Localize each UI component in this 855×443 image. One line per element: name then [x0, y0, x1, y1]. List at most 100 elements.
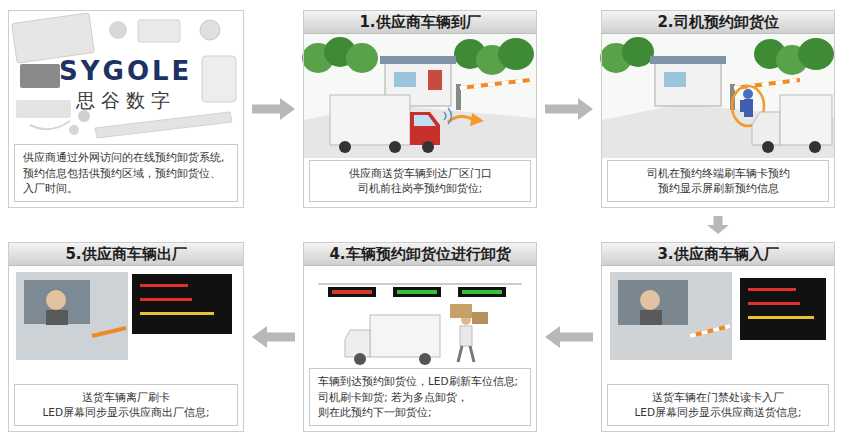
step-panel: 4.车辆预约卸货位进行卸货车辆到达预约卸货位，LED刷新车位信息; 司机刷卡卸货… — [303, 242, 537, 432]
step-caption: 送货车辆在门禁处读卡入厂 LED屏幕同步显示供应商送货信息; — [607, 384, 829, 426]
booking-scene-part — [655, 62, 721, 106]
step-panel: 3.供应商车辆入厂送货车辆在门禁处读卡入厂 LED屏幕同步显示供应商送货信息; — [601, 242, 835, 432]
entry-photo-part — [690, 326, 730, 336]
exit-photo-part — [132, 274, 232, 334]
step-caption: 车辆到达预约卸货位，LED刷新车位信息; 司机刷卡卸货; 若为多点卸货，则在此预… — [309, 368, 531, 426]
gate-scene-part — [304, 34, 536, 158]
booking-scene-part — [650, 56, 726, 64]
product-collage-part — [30, 121, 70, 129]
entry-photo-part — [640, 290, 660, 310]
gate-scene-part — [422, 141, 434, 153]
entry-photo-part — [640, 310, 662, 325]
product-collage-part — [78, 110, 90, 122]
unloading-scene-part — [460, 326, 472, 346]
booking-scene-part — [664, 72, 686, 87]
product-collage-part — [12, 13, 95, 63]
step-heading: 2.司机预约卸货位 — [602, 11, 834, 34]
logo-wordmark: SYGOLE — [59, 56, 192, 86]
product-collage-part — [16, 100, 71, 118]
booking-scene-part — [798, 38, 834, 70]
flow-arrow — [252, 326, 295, 348]
step-panel: 1.供应商车辆到厂供应商送货车辆到达厂区门口 司机前往岗亭预约卸货位; — [303, 10, 537, 208]
gate-scene-part — [414, 115, 436, 126]
step-caption: 供应商送货车辆到达厂区门口 司机前往岗亭预约卸货位; — [309, 160, 531, 202]
unloading-scene-part — [472, 312, 488, 324]
exit-photo-part — [140, 312, 214, 315]
booking-scene-part — [752, 112, 780, 145]
gate-scene-part — [444, 108, 452, 124]
exit-photo-part — [46, 290, 66, 310]
entry-photo-part — [618, 280, 688, 325]
logo-subtitle: 思谷数字 — [76, 88, 176, 114]
unloading-scene-part — [328, 287, 376, 297]
gate-scene-part — [346, 43, 378, 73]
gate-scene-part — [389, 141, 401, 153]
entry-photo-part — [690, 326, 730, 336]
gate-scene-part — [460, 80, 530, 88]
unloading-scene-part — [393, 287, 441, 297]
entry-photo-part — [748, 288, 796, 291]
flow-arrow — [252, 98, 295, 120]
image-area — [9, 266, 243, 384]
image-area — [602, 266, 834, 384]
booking-scene-part — [762, 141, 774, 153]
booking-scene-part — [740, 100, 744, 112]
product-collage-part — [138, 20, 180, 42]
exit-photo-part — [16, 272, 128, 360]
unloading-scene-part — [458, 346, 462, 362]
exit-photo-part — [24, 280, 90, 324]
unloading-scene-part — [345, 330, 370, 357]
booking-scene-part — [744, 99, 753, 117]
step-heading: 3.供应商车辆入厂 — [602, 243, 834, 266]
gate-scene-part — [330, 95, 410, 145]
entry-photo-part — [610, 272, 732, 360]
unloading-scene-part — [318, 284, 522, 285]
step-panel: 5.供应商车辆出厂送货车辆离厂刷卡 LED屏幕同步显示供应商出厂信息; — [8, 242, 244, 432]
entry-photo-part — [748, 316, 814, 319]
unloading-scene-part — [450, 304, 472, 318]
step-panel: 2.司机预约卸货位司机在预约终端刷车辆卡预约 预约显示屏刷新预约信息 — [601, 10, 835, 208]
product-collage-part — [69, 125, 79, 135]
entry-photo — [610, 272, 826, 360]
unloading-scene-part — [354, 353, 366, 365]
gate-scene-part — [410, 112, 440, 145]
flow-arrow — [545, 98, 593, 120]
booking-scene-part — [780, 95, 832, 145]
unloading-scene-part — [332, 290, 372, 294]
exit-photo-part — [46, 310, 68, 325]
unloading-scene-part — [470, 346, 474, 362]
booking-scene-part — [743, 89, 753, 99]
unloading-scene-part — [458, 287, 506, 297]
gate-scene-part — [380, 56, 456, 64]
unloading-scene-part — [370, 315, 440, 357]
booking-scene-part — [602, 34, 834, 158]
image-area — [602, 34, 834, 160]
entry-photo-part — [748, 302, 800, 305]
entry-photo-part — [740, 278, 826, 340]
product-collage-part — [202, 56, 236, 102]
gate-scene-part — [428, 70, 442, 90]
image-area — [304, 266, 536, 368]
exit-photo-part — [140, 298, 192, 301]
product-collage — [12, 13, 236, 138]
step-heading: 4.车辆预约卸货位进行卸货 — [304, 243, 536, 266]
product-collage-part — [109, 21, 127, 39]
gate-scene-part — [394, 72, 416, 87]
unloading-scene-part — [419, 353, 431, 365]
product-collage-part — [95, 112, 232, 138]
exit-photo-part — [140, 284, 188, 287]
gate-scene — [302, 34, 536, 158]
step-caption: 司机在预约终端刷车辆卡预约 预约显示屏刷新预约信息 — [607, 160, 829, 202]
step-heading: 5.供应商车辆出厂 — [9, 243, 243, 266]
booking-scene-part — [622, 37, 654, 67]
gate-scene-part — [470, 113, 484, 126]
step-caption: 送货车辆离厂刷卡 LED屏幕同步显示供应商出厂信息; — [14, 384, 238, 426]
unloading-scene-part — [462, 290, 502, 294]
flow-arrow — [707, 216, 729, 234]
step-caption: 供应商通过外网访问的在线预约卸货系统, 预约信息包括供预约区域，预约卸货位、 入… — [14, 144, 238, 202]
step-heading: 1.供应商车辆到厂 — [304, 11, 536, 34]
image-area — [304, 34, 536, 160]
unloading-scene-part — [397, 290, 437, 294]
booking-scene-part — [809, 141, 821, 153]
